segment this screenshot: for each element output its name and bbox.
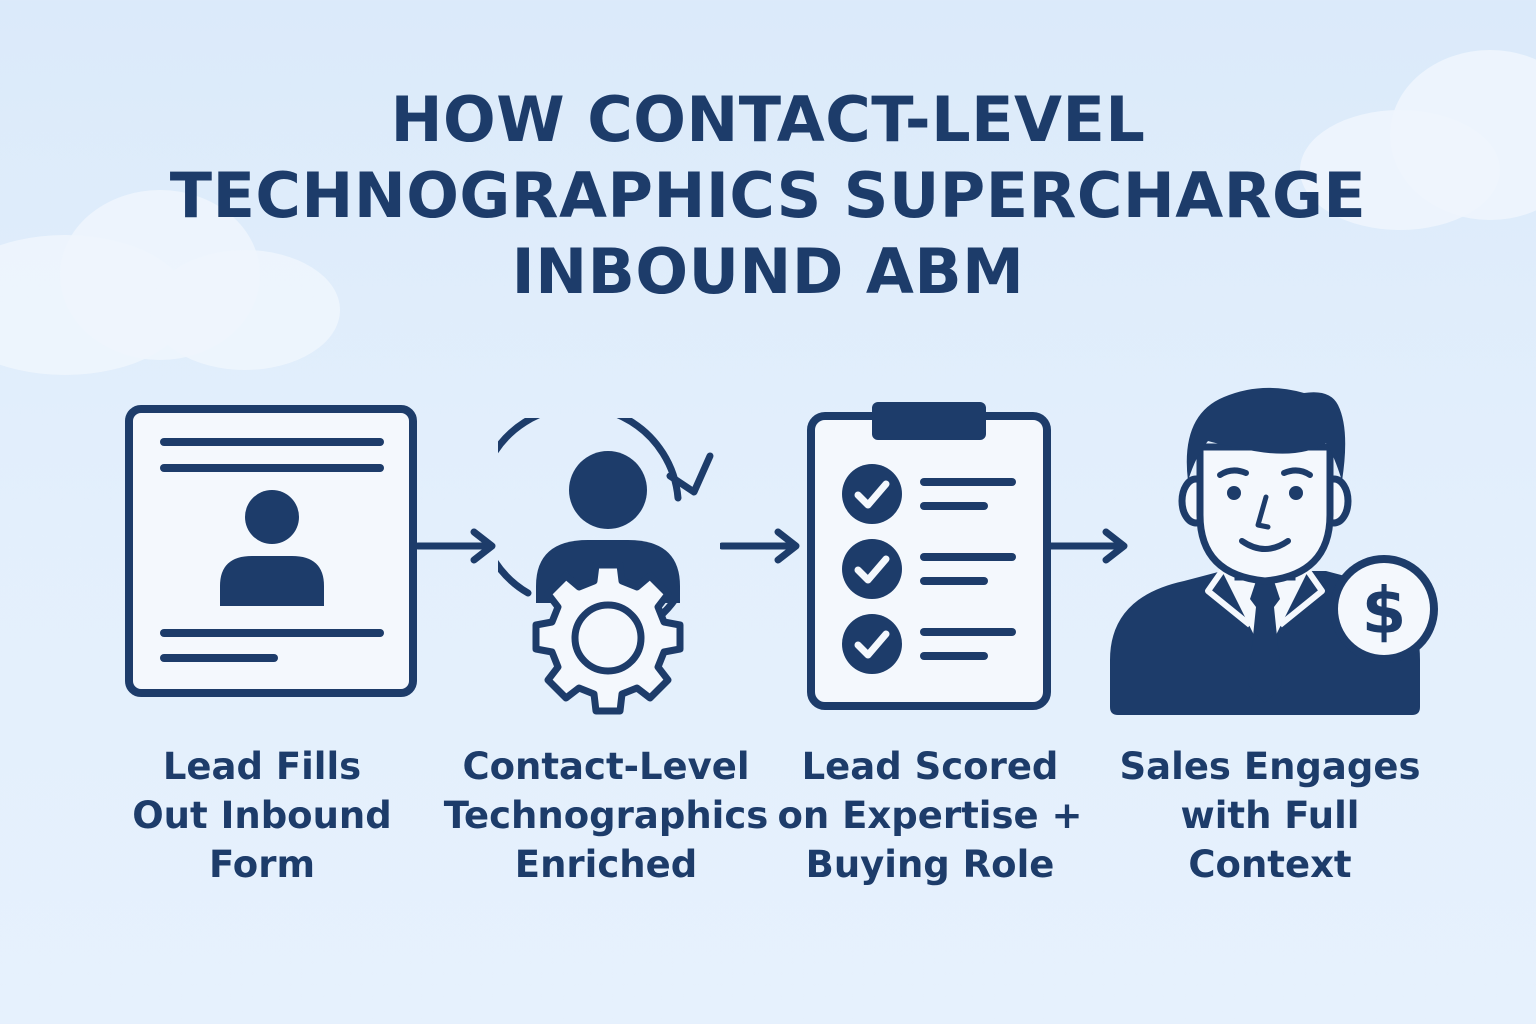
label-line: Lead Scored xyxy=(801,745,1059,788)
label-line: Contact-Level xyxy=(462,745,750,788)
dollar-badge-icon: $ xyxy=(1330,555,1438,663)
salesperson-dollar-icon: $ xyxy=(1104,385,1444,720)
check-item-1 xyxy=(842,464,1016,524)
arrow-right-icon xyxy=(414,528,498,568)
arrow-right-icon xyxy=(1046,528,1130,568)
label-line: Context xyxy=(1188,843,1352,886)
label-line: Technographics xyxy=(443,794,769,837)
label-line: Sales Engages xyxy=(1119,745,1421,788)
label-line: Form xyxy=(209,843,315,886)
label-line: on Expertise + xyxy=(777,794,1083,837)
title-line-2: TECHNOGRAPHICS SUPERCHARGE xyxy=(169,159,1367,232)
arrow-right-icon xyxy=(718,528,802,568)
clipboard-checklist-icon xyxy=(806,400,1052,712)
label-line: Lead Fills xyxy=(162,745,362,788)
step-label-technographics-enriched: Contact-Level Technographics Enriched xyxy=(436,742,776,889)
enrichment-gear-icon xyxy=(498,418,718,723)
label-line: Enriched xyxy=(514,843,698,886)
label-line: with Full xyxy=(1180,794,1360,837)
label-line: Buying Role xyxy=(805,843,1055,886)
step-label-sales-engages: Sales Engages with Full Context xyxy=(1100,742,1440,889)
check-item-3 xyxy=(842,614,1016,674)
check-item-2 xyxy=(842,539,1016,599)
web-form-icon xyxy=(124,404,420,700)
page-title: HOW CONTACT-LEVEL TECHNOGRAPHICS SUPERCH… xyxy=(0,82,1536,310)
step-label-lead-fills-form: Lead Fills Out Inbound Form xyxy=(92,742,432,889)
step-label-lead-scored: Lead Scored on Expertise + Buying Role xyxy=(760,742,1100,889)
dollar-sign: $ xyxy=(1362,575,1407,649)
title-line-3: INBOUND ABM xyxy=(511,235,1025,308)
label-line: Out Inbound xyxy=(132,794,392,837)
title-line-1: HOW CONTACT-LEVEL xyxy=(390,83,1146,156)
